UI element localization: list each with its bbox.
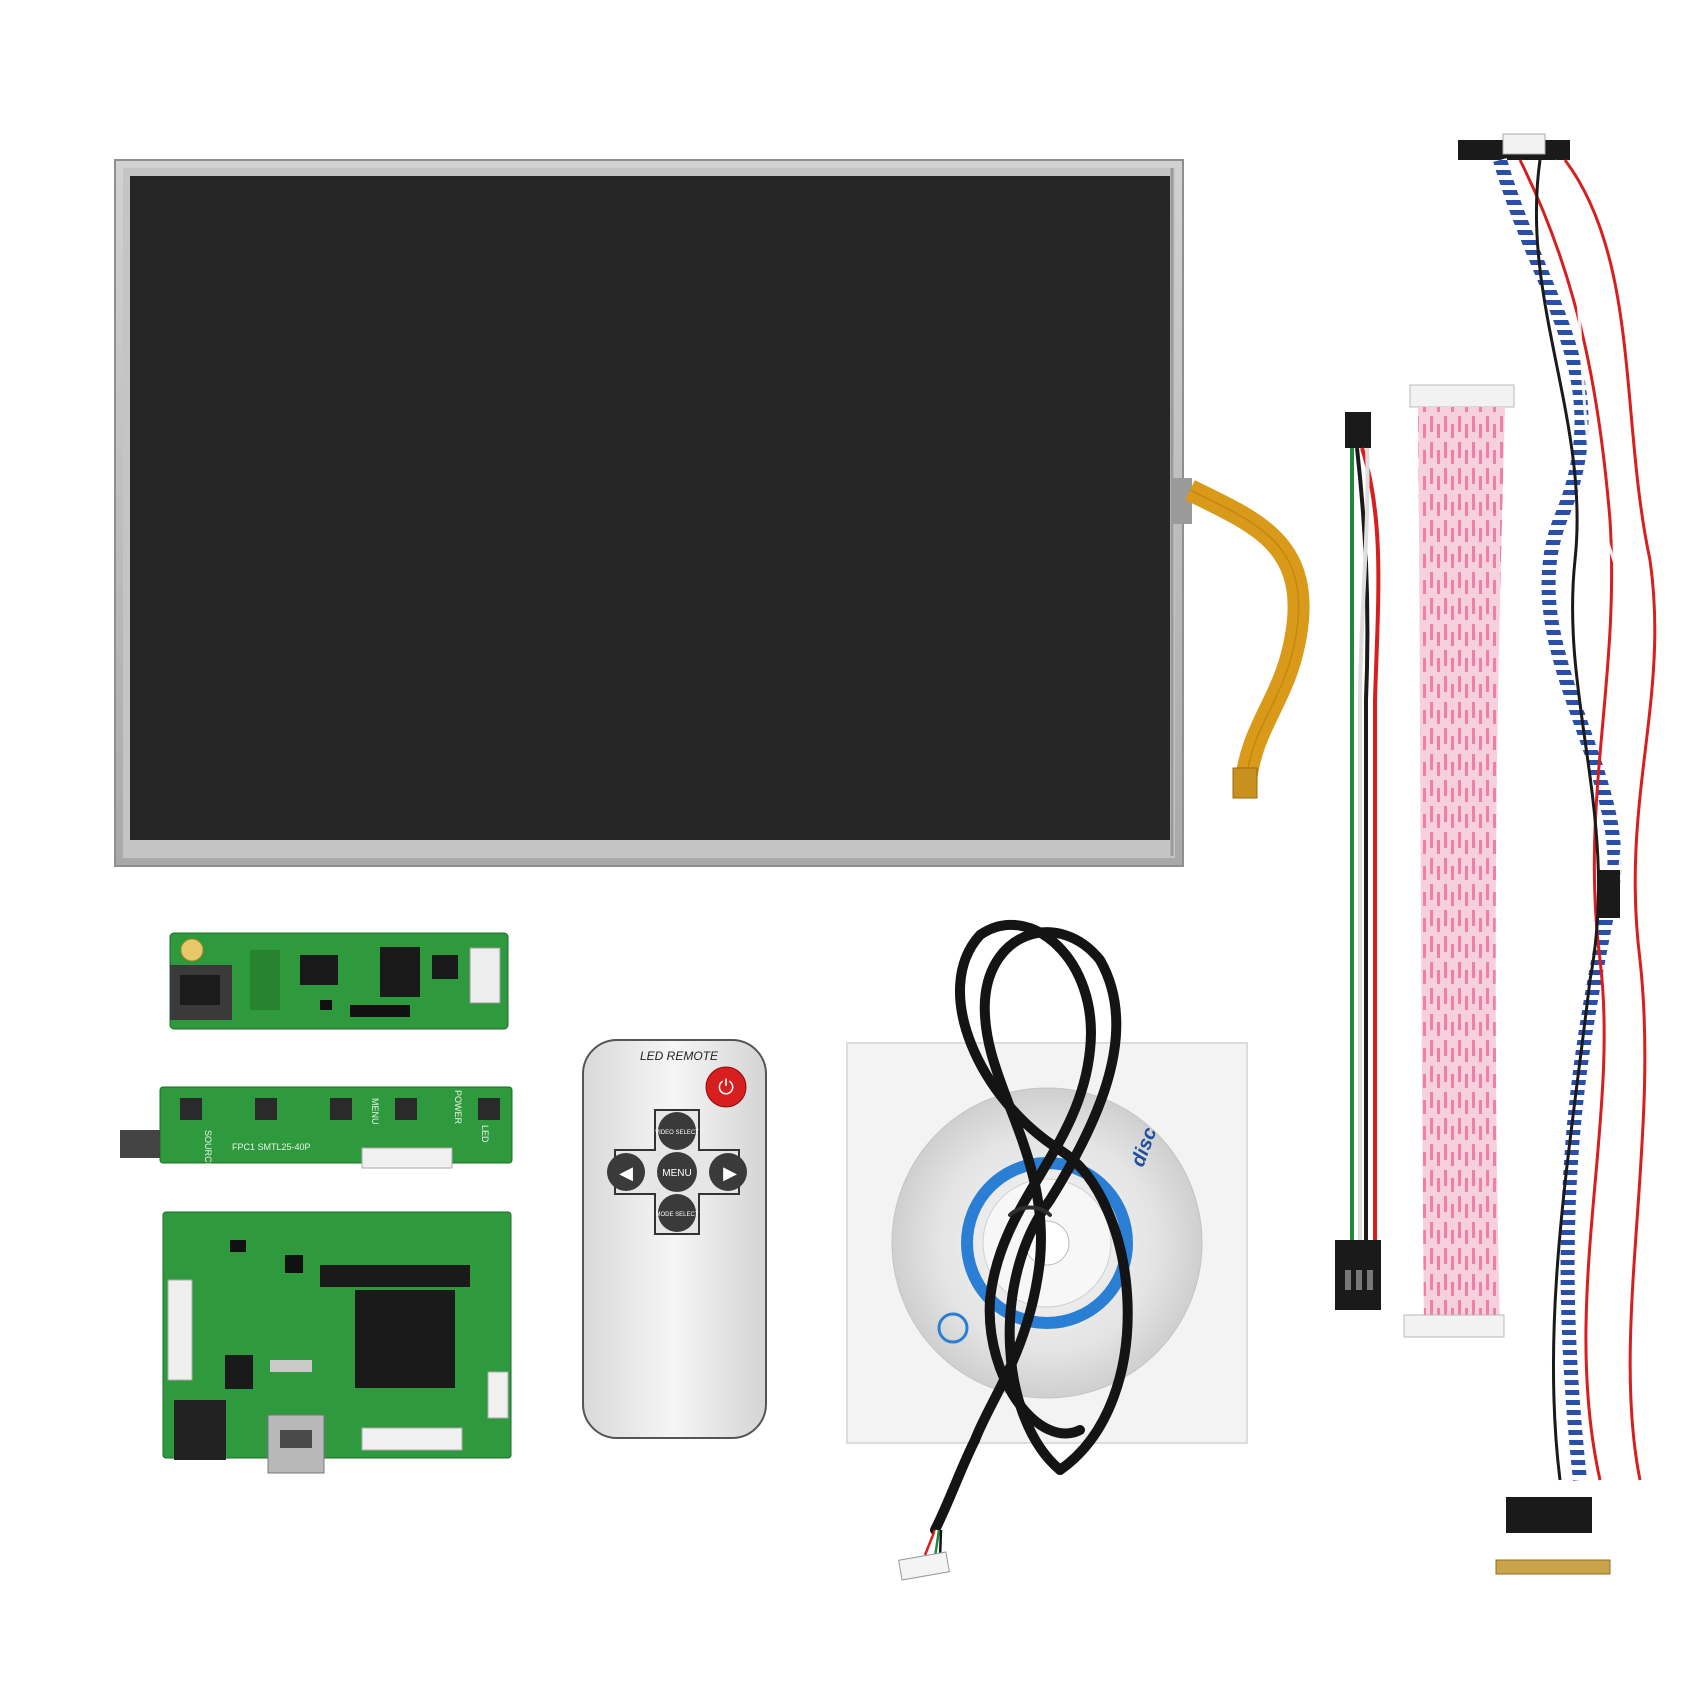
touch-controller-board [169,932,509,1030]
hdmi-port [267,1414,325,1474]
mode-select-label: MODE SELECT [655,1212,698,1218]
lcd-touch-panel [114,159,1310,867]
video-select-button[interactable] [658,1112,696,1150]
left-button[interactable] [607,1153,645,1191]
touch-connector [1172,478,1192,524]
ir-remote: LED REMOTE ⏻ VIDEO SELECT MENU ◀ ▶ MODE … [582,1039,767,1439]
ir-receiver [120,1130,160,1158]
touch-fpc-cable [1185,480,1310,792]
pin-header [320,1265,470,1287]
power-button[interactable] [705,1066,747,1108]
lvds-connector [361,1427,463,1451]
cd-mascot [937,1312,969,1344]
menu-button[interactable] [657,1152,697,1192]
four-wire-cable [1335,412,1381,1310]
driver-board [162,1211,512,1474]
mode-select-button[interactable] [658,1194,696,1232]
dc-jack [174,1400,226,1460]
right-button[interactable] [709,1153,747,1191]
remote-body [582,1039,767,1439]
power-icon: ⏻ [718,1077,734,1099]
ribbon-cable [1403,384,1515,1338]
keypad-board: SOURCE MENU POWER LED FPC1 SMTL25-40P [120,1086,513,1169]
left-arrow-icon: ◀ [619,1163,633,1183]
main-ic [355,1290,455,1388]
usb-cable-plug [898,1529,950,1581]
video-select-label: VIDEO SELECT [655,1130,699,1136]
remote-title: LED REMOTE [640,1049,719,1063]
right-arrow-icon: ▶ [723,1163,737,1183]
fpc-contacts [1232,767,1258,799]
keypad-connector [361,1147,453,1169]
silk-part-no: FPC1 SMTL25-40P [232,1142,311,1152]
silk-power: POWER [453,1090,463,1125]
lcd-screen [130,176,1170,840]
silk-menu: MENU [370,1098,380,1125]
usb-cable [930,919,1133,1535]
driver-cd: disc [846,1042,1248,1444]
keypad-buttons [180,1098,500,1120]
menu-label: MENU [662,1168,691,1179]
lvds-cable [1458,133,1657,1575]
silk-source: SOURCE [203,1130,213,1169]
silk-led: LED [480,1125,490,1143]
